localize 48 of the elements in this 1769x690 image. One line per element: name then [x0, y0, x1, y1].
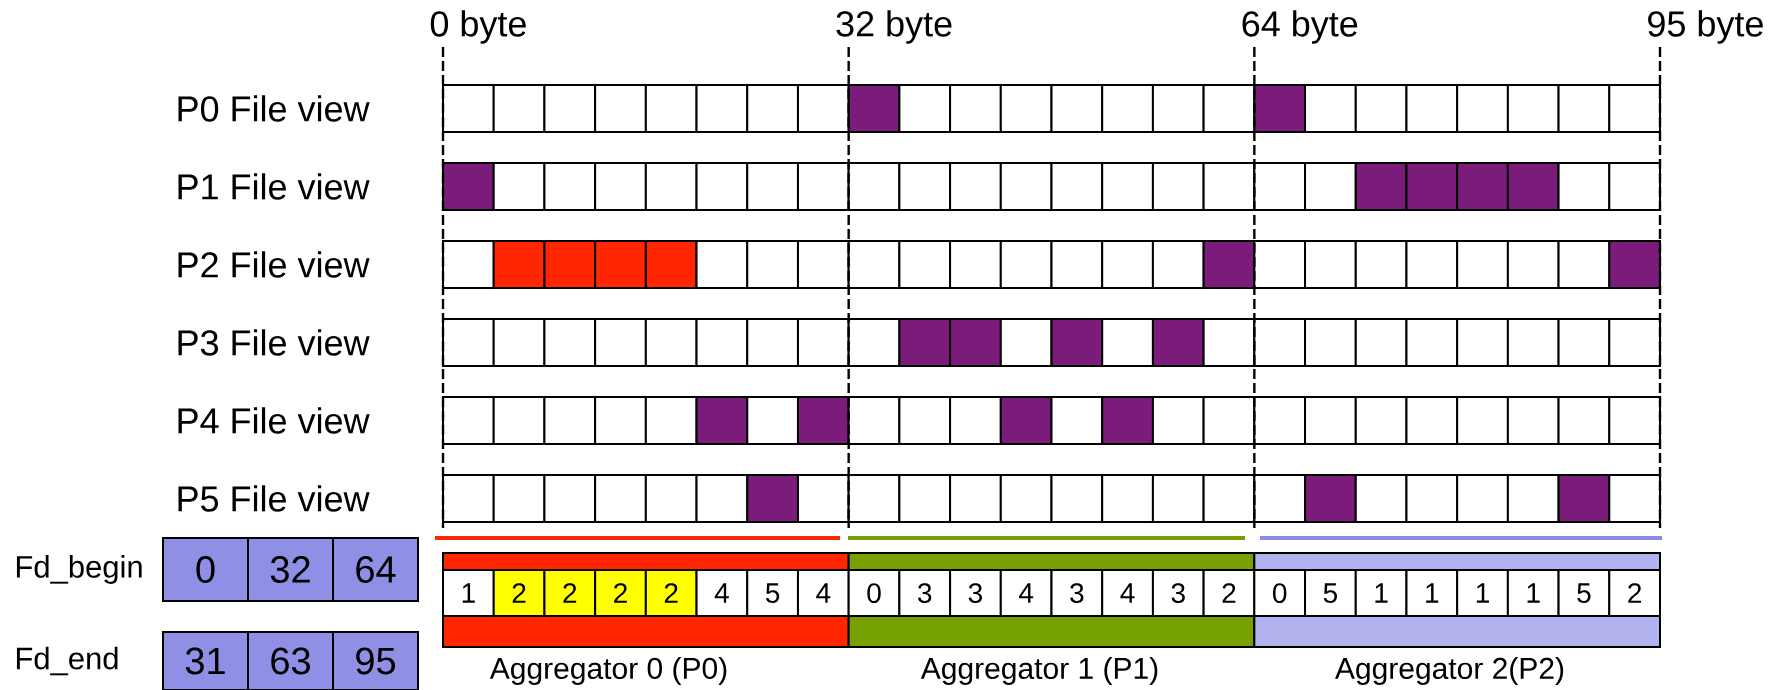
- buffer-cell: 2: [1608, 569, 1661, 617]
- buffer-cell: 1: [1456, 569, 1509, 617]
- byte-label: 32 byte: [836, 10, 952, 44]
- row-label: P1 File view: [178, 173, 370, 200]
- aggregator-band: [847, 615, 1256, 648]
- byte-label: 95 byte: [1648, 10, 1763, 44]
- offset-cell: 95: [332, 631, 419, 690]
- aggregator-band: [847, 552, 1256, 571]
- offset-cell: 64: [332, 537, 419, 602]
- buffer-cell: 5: [1304, 569, 1357, 617]
- buffer-cell: 5: [746, 569, 799, 617]
- aggregator-band: [442, 552, 850, 571]
- buffer-cell: 1: [442, 569, 495, 617]
- buffer-cell: 0: [847, 569, 901, 617]
- offset-cell: 63: [247, 631, 334, 690]
- buffer-cell: 1: [1354, 569, 1408, 617]
- buffer-cell: 4: [695, 569, 749, 617]
- row-label: Fd_end: [16, 646, 118, 676]
- buffer-cell: 3: [1050, 569, 1104, 617]
- buffer-cell: 5: [1557, 569, 1611, 617]
- offset-cell: 0: [162, 537, 249, 602]
- buffer-cell: 2: [1202, 569, 1256, 617]
- buffer-cell: 4: [999, 569, 1053, 617]
- row-label: P0 File view: [178, 95, 370, 122]
- buffer-cell: 2: [543, 569, 597, 617]
- row-label: P3 File view: [178, 329, 370, 356]
- buffer-cell: 4: [797, 569, 850, 617]
- buffer-cell: 1: [1405, 569, 1459, 617]
- byte-label: 0 byte: [430, 10, 526, 44]
- buffer-cell: 2: [594, 569, 647, 617]
- byte-label: 64 byte: [1242, 10, 1358, 44]
- offset-cell: 32: [247, 537, 334, 602]
- buffer-cell: 2: [644, 569, 698, 617]
- buffer-cell: 4: [1101, 569, 1154, 617]
- row-label: Fd_begin: [16, 555, 142, 584]
- buffer-cell: 2: [492, 569, 546, 617]
- row-label: P2 File view: [178, 251, 370, 278]
- row-label: P4 File view: [178, 407, 370, 434]
- offset-cell: 31: [162, 631, 249, 690]
- aggregator-band: [442, 615, 850, 648]
- buffer-cell: 1: [1506, 569, 1560, 617]
- buffer-cell: 0: [1253, 569, 1307, 617]
- buffer-cell: 3: [1151, 569, 1205, 617]
- buffer-cell: 3: [898, 569, 952, 617]
- row-label: P5 File view: [178, 485, 370, 512]
- buffer-cell: 3: [949, 569, 1002, 617]
- aggregator-band: [1253, 552, 1661, 571]
- aggregator-band: [1253, 615, 1661, 648]
